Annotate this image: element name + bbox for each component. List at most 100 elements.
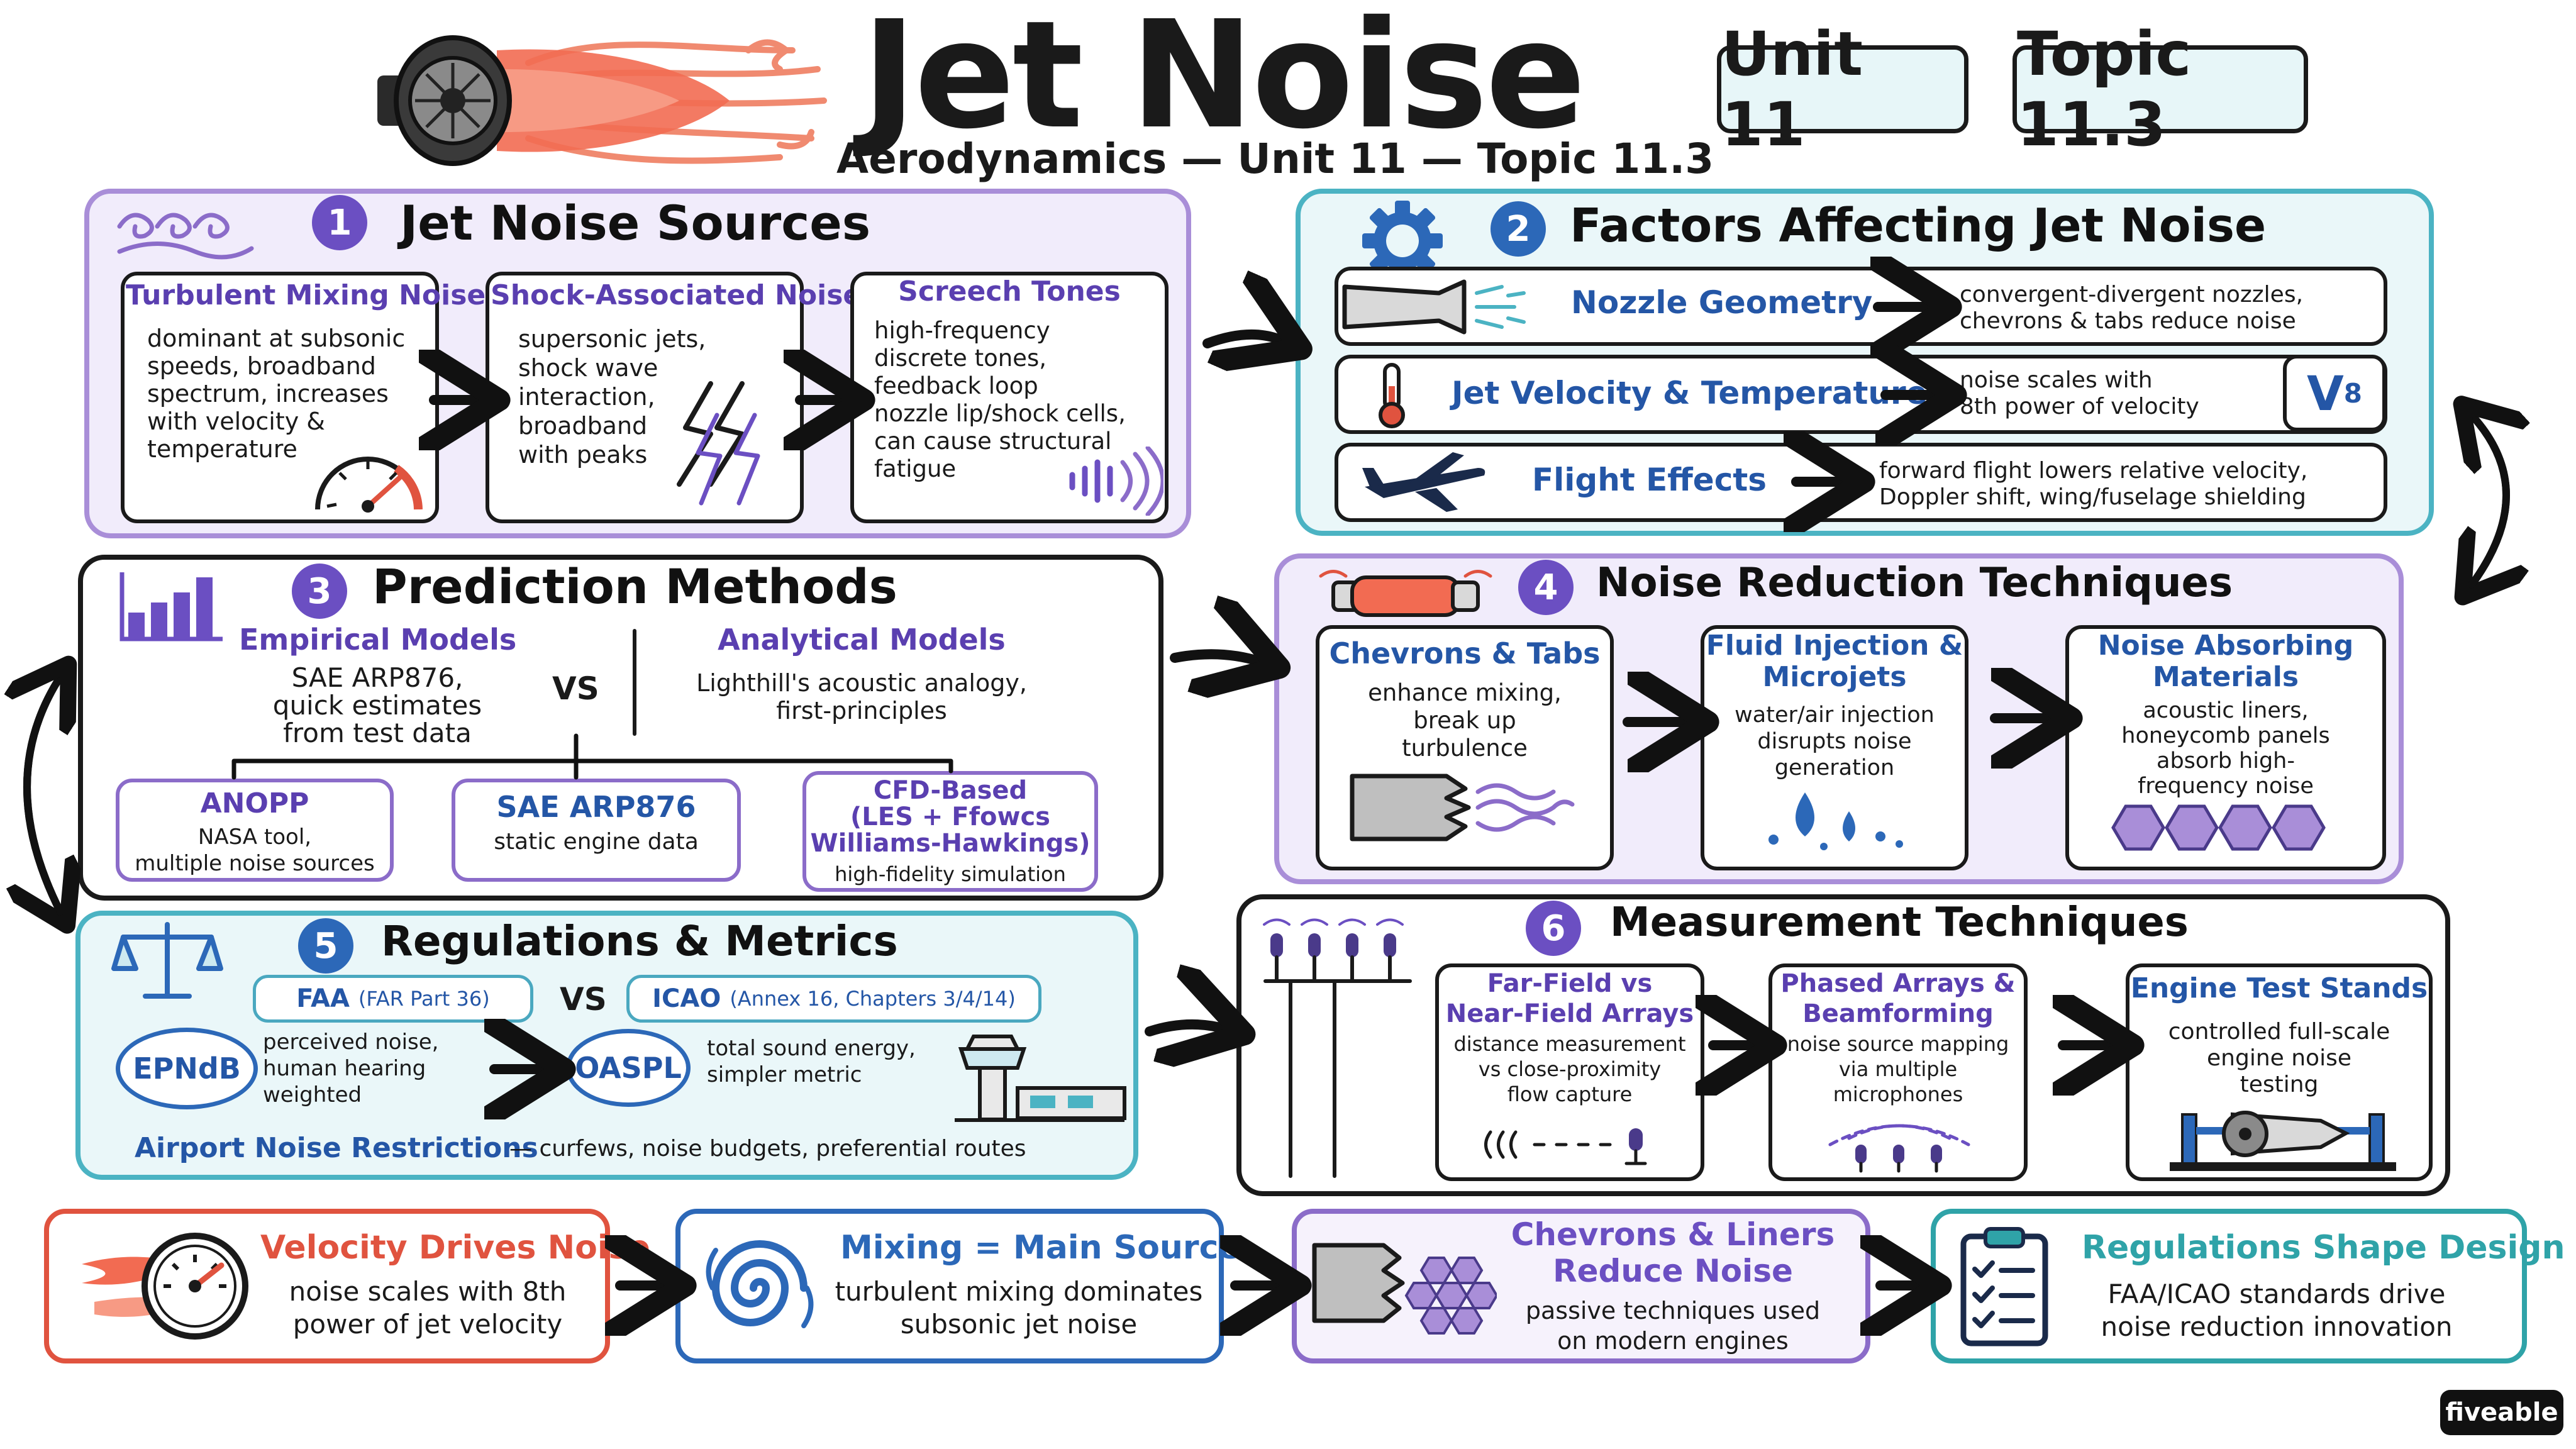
- analytical-models-body: Lighthill's acoustic analogy, first-prin…: [696, 669, 1027, 724]
- technique-body: enhance mixing, break up turbulence: [1368, 679, 1562, 762]
- empirical-models-body: SAE ARP876, quick estimates from test da…: [272, 662, 482, 748]
- technique-title: Noise Absorbing Materials: [2097, 630, 2354, 693]
- section-number-3: 3: [292, 564, 347, 619]
- clipboard-checklist-icon: [1957, 1224, 2051, 1350]
- measurement-title: Phased Arrays & Beamforming: [1780, 969, 2016, 1028]
- technique-title: Fluid Injection & Microjets: [1706, 630, 1963, 693]
- measurement-title: Engine Test Stands: [2130, 972, 2428, 1004]
- swirl-vortex-icon: [697, 1225, 823, 1351]
- section-title-1: Jet Noise Sources: [400, 195, 871, 251]
- model-body: NASA tool, multiple noise sources: [135, 824, 375, 876]
- measurement-body: noise source mapping via multiple microp…: [1787, 1032, 2009, 1106]
- summary-title: Regulations Shape Design: [2082, 1229, 2565, 1267]
- vs-divider: [633, 629, 636, 736]
- topic-badge: Topic 11.3: [2012, 19, 2308, 160]
- factor-label: Nozzle Geometry: [1571, 284, 1873, 321]
- oaspl-desc: total sound energy, simpler metric: [707, 1036, 916, 1087]
- nozzle-icon: [1338, 274, 1533, 340]
- model-body: high-fidelity simulation: [835, 862, 1066, 886]
- model-title: ANOPP: [200, 787, 309, 819]
- model-title: SAE ARP876: [496, 790, 696, 824]
- model-body: static engine data: [494, 829, 699, 855]
- summary-title: Velocity Drives Noise: [260, 1229, 650, 1267]
- speedometer-flame-icon: [75, 1226, 264, 1346]
- chevron-liner-icon: [1308, 1233, 1499, 1340]
- factor-desc: convergent-divergent nozzles, chevrons &…: [1960, 282, 2304, 334]
- section-number-1: 1: [312, 195, 367, 250]
- summary-body: FAA/ICAO standards drive noise reduction…: [2101, 1279, 2453, 1342]
- airplane-icon: [1358, 449, 1491, 516]
- oaspl-oval: OASPL: [566, 1029, 691, 1107]
- thermometer-icon: [1370, 361, 1414, 430]
- faa-note: (FAR Part 36): [358, 987, 490, 1011]
- factor-label: Jet Velocity & Temperature: [1452, 375, 1928, 411]
- curved-arrow-sec3-sec5: [27, 673, 60, 912]
- arrow-sec1-to-sec2: [1202, 335, 1283, 343]
- test-stand-icon: [2163, 1102, 2402, 1174]
- curved-arrow-sec2-sec4: [2472, 411, 2506, 585]
- summary-body: turbulent mixing dominates subsonic jet …: [835, 1276, 1203, 1340]
- section-number-4: 4: [1518, 560, 1574, 615]
- icao-pill: ICAO (Annex 16, Chapters 3/4/14): [626, 975, 1041, 1023]
- chevron-nozzle-icon: [1346, 770, 1585, 845]
- page-subtitle: Aerodynamics — Unit 11 — Topic 11.3: [836, 135, 1714, 183]
- model-card-sae: [452, 779, 741, 882]
- summary-title: Mixing = Main Source: [840, 1229, 1241, 1267]
- card-title: Shock-Associated Noise: [491, 279, 862, 311]
- factor-desc: forward flight lowers relative velocity,…: [1879, 458, 2308, 510]
- control-tower-icon: [948, 1024, 1131, 1124]
- section-number-5: 5: [298, 918, 353, 974]
- technique-card-chevrons: [1316, 625, 1614, 870]
- curved-arrow-sec3-sec5-start: [27, 677, 60, 916]
- vs-label: VS: [552, 670, 599, 707]
- technique-card-fluid: [1701, 625, 1968, 870]
- technique-body: acoustic liners, honeycomb panels absorb…: [2121, 698, 2330, 799]
- card-title: Turbulent Mixing Noise: [126, 279, 486, 311]
- section-number-2: 2: [1491, 201, 1546, 257]
- section-title-4: Noise Reduction Techniques: [1596, 560, 2233, 606]
- measurement-body: distance measurement vs close-proximity …: [1453, 1032, 1686, 1106]
- scales-icon: [111, 918, 224, 1006]
- faa-pill: FAA (FAR Part 36): [253, 975, 533, 1023]
- faa-label: FAA: [296, 984, 350, 1013]
- nozzle-tube-icon: [1314, 564, 1497, 620]
- empirical-models-title: Empirical Models: [239, 623, 517, 657]
- card-body: high-frequency discrete tones, feedback …: [874, 317, 1126, 482]
- card-screech-tones: [850, 272, 1169, 523]
- summary-body: noise scales with 8th power of jet veloc…: [289, 1276, 567, 1340]
- vs-label: VS: [560, 981, 607, 1018]
- bar-chart-icon: [116, 569, 229, 644]
- measurement-body: controlled full-scale engine noise testi…: [2168, 1019, 2390, 1097]
- fiveable-logo: fiveable: [2440, 1390, 2563, 1435]
- beamforming-icon: [1818, 1113, 1981, 1174]
- analytical-models-title: Analytical Models: [718, 623, 1006, 657]
- swirl-icon: [113, 201, 258, 270]
- section-title-5: Regulations & Metrics: [381, 917, 898, 965]
- epndb-oval: EPNdB: [116, 1028, 258, 1109]
- card-shock-associated: [486, 272, 804, 523]
- technique-body: water/air injection disrupts noise gener…: [1735, 702, 1935, 780]
- section-title-3: Prediction Methods: [372, 558, 897, 614]
- factor-desc: noise scales with 8th power of velocity: [1960, 367, 2199, 419]
- card-body: dominant at subsonic speeds, broadband s…: [147, 325, 406, 463]
- icao-note: (Annex 16, Chapters 3/4/14): [730, 987, 1016, 1011]
- summary-title: Chevrons & Liners Reduce Noise: [1511, 1216, 1835, 1289]
- honeycomb-icon: [2107, 797, 2346, 858]
- microphone-array-icon: [1259, 912, 1423, 1208]
- summary-body: passive techniques used on modern engine…: [1525, 1297, 1821, 1355]
- factor-label: Flight Effects: [1532, 462, 1767, 498]
- sound-waves-icon: [1063, 445, 1165, 517]
- section-title-6: Measurement Techniques: [1610, 899, 2189, 946]
- gauge-icon: [308, 434, 428, 516]
- water-drops-icon: [1755, 786, 1918, 855]
- card-title: Screech Tones: [898, 275, 1121, 308]
- arrow-sec5-to-sec6: [1145, 1024, 1225, 1031]
- section-title-2: Factors Affecting Jet Noise: [1570, 199, 2267, 253]
- measurement-card-arrays: [1435, 963, 1704, 1181]
- icao-label: ICAO: [652, 984, 721, 1013]
- v8-base: V: [2306, 365, 2344, 421]
- page-title: Jet Noise: [862, 0, 1586, 162]
- shock-wave-icon: [667, 377, 767, 509]
- arrow-sec3-to-sec4: [1170, 654, 1260, 662]
